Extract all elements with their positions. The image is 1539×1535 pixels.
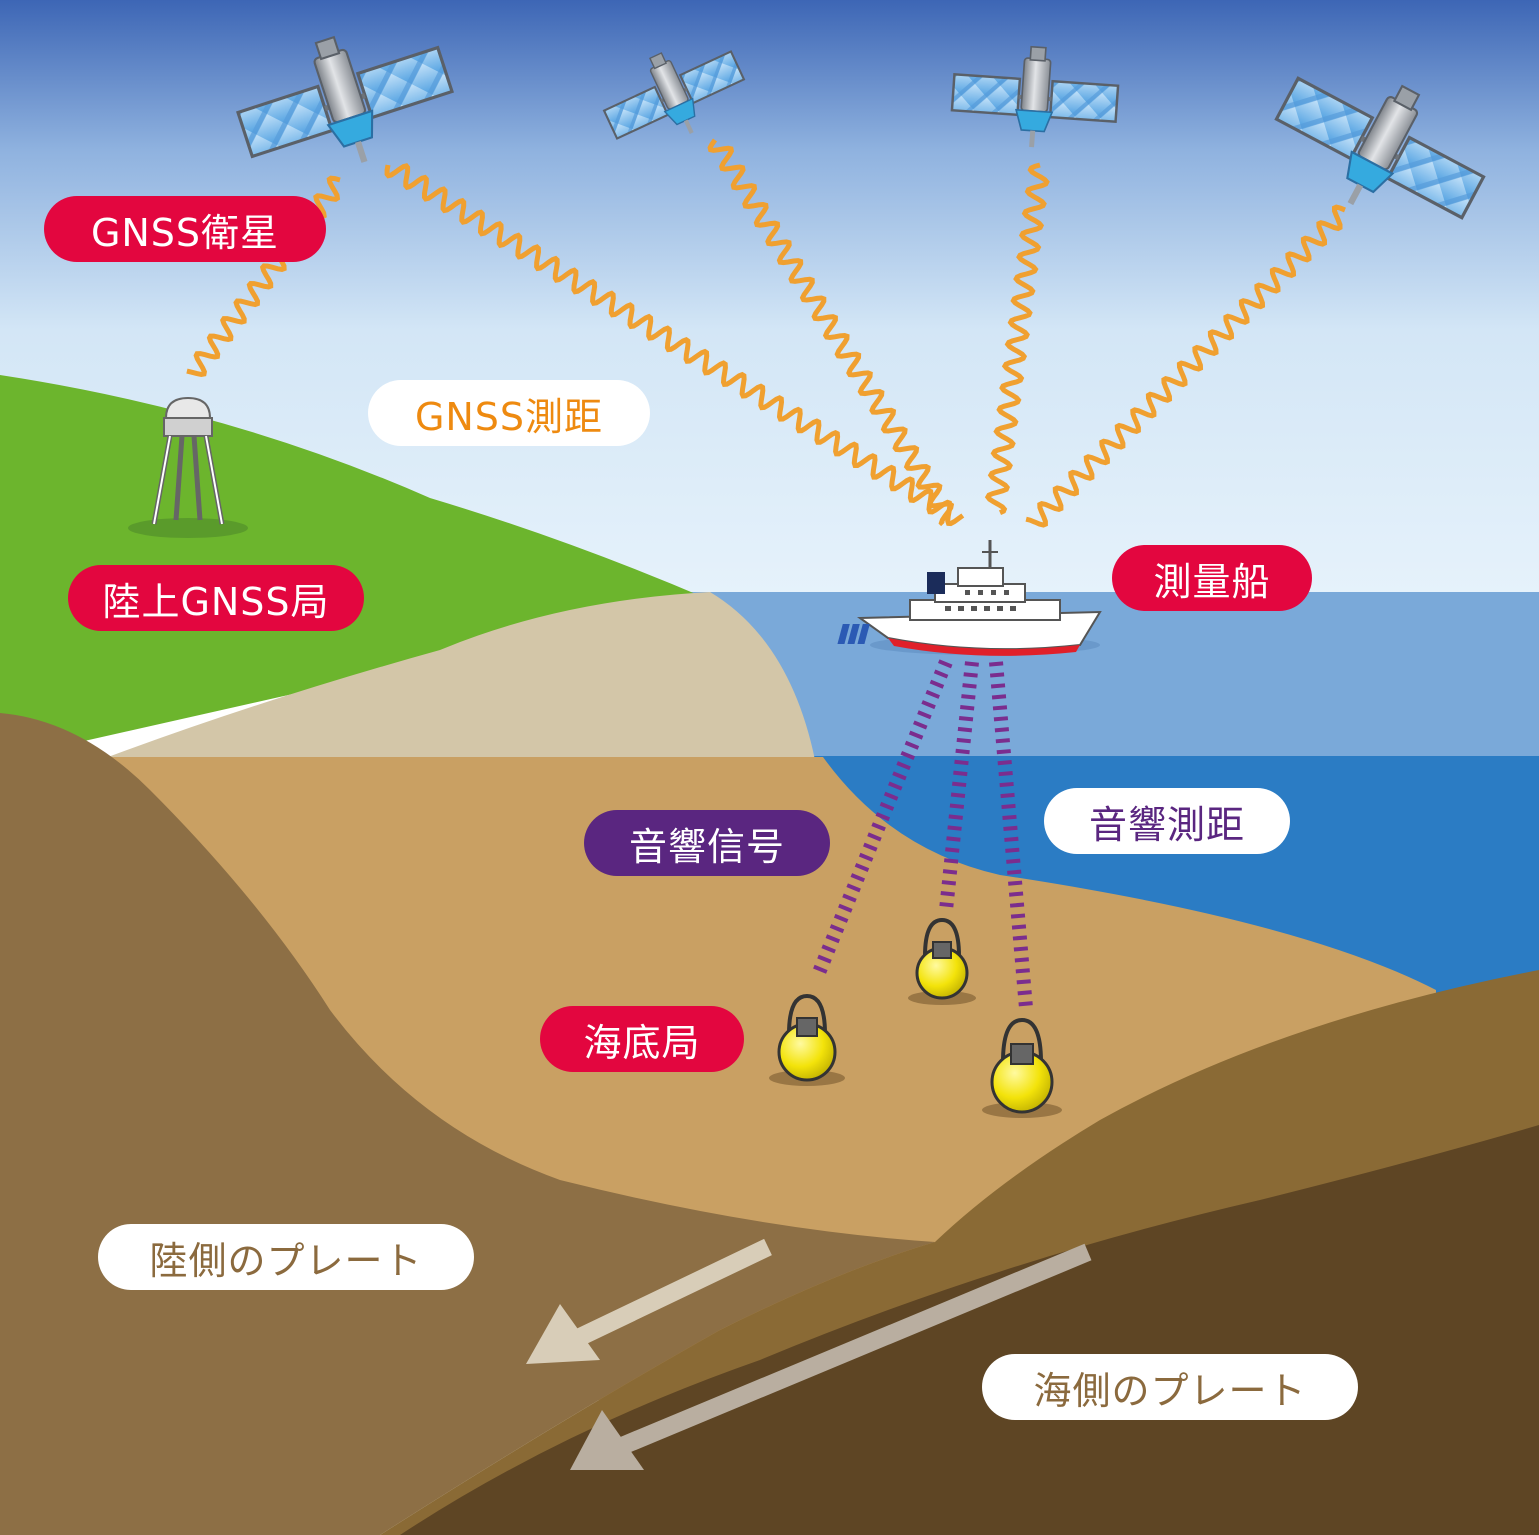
label-ocean-plate: 海側のプレート [982,1354,1358,1420]
label-acoustic-signal: 音響信号 [584,810,830,876]
label-gnss-ranging: GNSS測距 [368,380,650,446]
plate-motion-arrow [570,1243,1092,1470]
land-plate [0,713,935,1535]
seafloor-transponder-icon [908,917,976,1005]
gnss-signal-wave [984,162,1050,515]
land-beige [100,592,815,760]
label-survey-ship: 測量船 [1112,545,1312,611]
ocean-plate-lower [400,1125,1539,1535]
acoustic-signal-beam [989,661,1033,1009]
gnss-signal-wave [707,138,955,527]
gnss-signals [186,138,1346,528]
label-land-gnss-station: 陸上GNSS局 [68,565,364,631]
acoustic-signal-beam [811,659,953,978]
gnss-signal-wave [1025,204,1346,528]
seafloor-transponder-icon [769,993,845,1086]
label-land-plate: 陸側のプレート [98,1224,474,1290]
acoustic-signals [811,659,1033,1009]
seafloor-transponder-icon [982,1017,1062,1118]
label-seafloor-station: 海底局 [540,1006,744,1072]
acoustic-signal-beam [939,661,979,911]
gnss-antenna-icon [128,396,248,538]
gnss-signal-wave [384,163,965,527]
label-gnss-satellite: GNSS衛星 [44,196,326,262]
survey-ship-icon [837,540,1102,656]
label-acoustic-ranging: 音響測距 [1044,788,1290,854]
plate-motion-arrow [526,1238,772,1364]
